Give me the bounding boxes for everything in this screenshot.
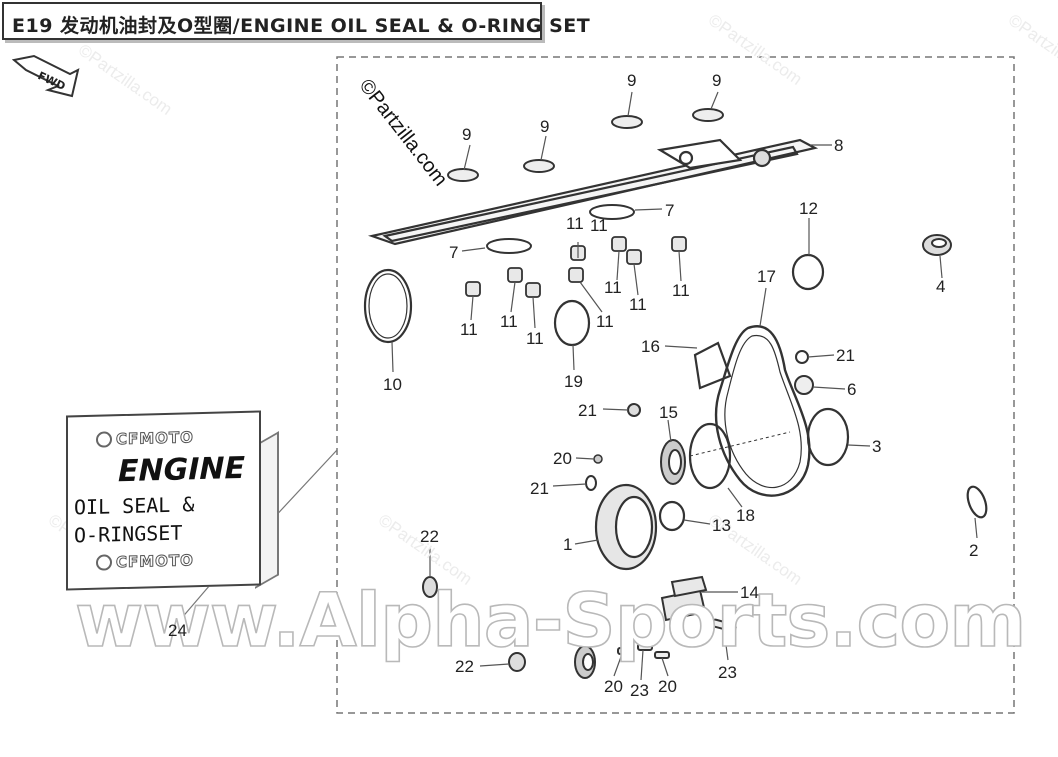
callout[interactable]: 6 (847, 380, 857, 399)
part-20-washer (593, 454, 603, 464)
diagram-title-box: E19 发动机油封及O型圈/ENGINE OIL SEAL & O-RING S… (2, 2, 590, 40)
part-21-ring-b (627, 403, 641, 417)
part-15-seal (660, 439, 686, 485)
callout[interactable]: 9 (712, 71, 722, 90)
part-2-o-ring (966, 485, 988, 519)
part-3-o-ring (806, 407, 850, 467)
part-10-o-ring (363, 268, 413, 344)
callout[interactable]: 24 (168, 621, 187, 640)
callout[interactable]: 11 (604, 278, 622, 297)
part-12-o-ring (791, 253, 825, 291)
brand-logo-top: CFMOTO (116, 428, 195, 449)
part-24-kit-label: CFMOTO ENGINE OIL SEAL & O-RINGSET CFMOT… (66, 410, 261, 591)
part-11-valve-stem-seals (465, 236, 687, 298)
callout[interactable]: 11 (526, 329, 544, 348)
part-4-seal (922, 234, 952, 256)
seal-9-d (692, 108, 724, 122)
callout[interactable]: 15 (659, 403, 678, 422)
part-bottom-seal (574, 645, 596, 679)
part-20-23-pins (617, 618, 737, 659)
callout[interactable]: 10 (383, 375, 402, 394)
callout[interactable]: 21 (578, 401, 597, 420)
callout[interactable]: 9 (627, 71, 637, 90)
part-19-o-ring (553, 299, 591, 347)
part-8-cover-gasket (367, 138, 819, 246)
part-7-o-rings (486, 204, 635, 254)
callout[interactable]: 20 (658, 677, 677, 696)
callout[interactable]: 20 (604, 677, 623, 696)
callout[interactable]: 11 (596, 312, 614, 331)
callout[interactable]: 12 (799, 199, 818, 218)
callout[interactable]: 21 (530, 479, 549, 498)
sign-line-2: O-RINGSET (74, 520, 183, 548)
callout[interactable]: 22 (455, 657, 474, 676)
callout[interactable]: 11 (460, 320, 478, 339)
callout[interactable]: 23 (630, 681, 649, 700)
callout[interactable]: 1 (563, 535, 573, 554)
sign-line-1: OIL SEAL & (74, 492, 195, 520)
part-16-gasket (693, 341, 732, 390)
callout[interactable]: 11 (672, 281, 690, 300)
seal-9-b (523, 159, 555, 173)
sign-leader-line-24 (179, 584, 211, 621)
callout[interactable]: 3 (872, 437, 882, 456)
callout[interactable]: 11 (500, 312, 518, 331)
part-1-oil-seal (594, 483, 658, 571)
dashed-assembly-frame (336, 56, 1015, 714)
seal-9-a (447, 168, 479, 182)
callout[interactable]: 2 (969, 541, 979, 560)
sign-leader-line (269, 449, 338, 523)
callout[interactable]: 11 (590, 216, 608, 235)
part-6-ring (794, 375, 814, 395)
brand-logo-bottom: CFMOTO (116, 551, 195, 572)
brand-logo-icon (96, 554, 112, 571)
alpha-sports-watermark: www.Alpha-Sports.com (74, 577, 1027, 665)
part-21-ring-a (795, 350, 809, 364)
callout[interactable]: 22 (420, 527, 439, 546)
part-14-seal-holder (660, 575, 708, 622)
callout[interactable]: 14 (740, 583, 759, 602)
leader-lines (391, 91, 978, 681)
callout[interactable]: 9 (540, 117, 550, 136)
callout[interactable]: 23 (718, 663, 737, 682)
callout[interactable]: 13 (712, 516, 731, 535)
brand-logo-icon (96, 431, 112, 448)
callout[interactable]: 17 (757, 267, 776, 286)
part-9-seal-rings (447, 108, 724, 182)
callout[interactable]: 19 (564, 372, 583, 391)
callout[interactable]: 16 (641, 337, 660, 356)
callout[interactable]: 11 (566, 214, 584, 233)
callout[interactable]: 4 (936, 277, 946, 296)
part-13-o-ring (658, 500, 686, 532)
sign-headline: ENGINE (118, 450, 245, 490)
seal-9-c (611, 115, 643, 129)
callout[interactable]: 7 (665, 201, 675, 220)
callout[interactable]: 8 (834, 136, 844, 155)
callout[interactable]: 9 (462, 125, 472, 144)
callout[interactable]: 18 (736, 506, 755, 525)
fwd-arrow-icon: FWD (12, 54, 80, 98)
diagram-title: E19 发动机油封及O型圈/ENGINE OIL SEAL & O-RING S… (12, 15, 591, 37)
callout[interactable]: 7 (449, 243, 459, 262)
part-21-ring-c (585, 475, 597, 491)
callout[interactable]: 11 (629, 295, 647, 314)
part-22-seal-b (508, 652, 526, 672)
callout[interactable]: 20 (553, 449, 572, 468)
part-17-cover-gasket (714, 325, 811, 497)
callout[interactable]: 21 (836, 346, 855, 365)
